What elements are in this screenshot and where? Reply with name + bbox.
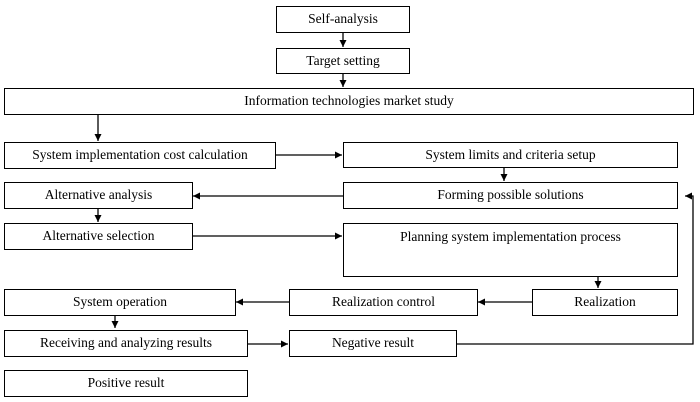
node-planning-process: Planning system implementation process (343, 223, 678, 277)
node-alternative-selection: Alternative selection (4, 223, 193, 250)
node-label: Positive result (87, 375, 165, 391)
node-forming-solutions: Forming possible solutions (343, 182, 678, 209)
edge-negative-result-to-forming-solutions (457, 192, 694, 345)
node-label: Information technologies market study (244, 93, 454, 109)
node-label: Alternative selection (42, 228, 155, 244)
node-realization-control: Realization control (289, 289, 478, 316)
node-label: Receiving and analyzing results (39, 335, 213, 351)
node-label: Self-analysis (308, 11, 378, 27)
node-label: Negative result (331, 335, 415, 351)
node-label: System operation (72, 294, 168, 310)
node-label: System implementation cost calculation (32, 147, 248, 163)
node-cost-calculation: System implementation cost calculation (4, 142, 276, 169)
node-self-analysis: Self-analysis (276, 6, 410, 33)
node-label: Realization control (331, 294, 436, 310)
node-receiving-results: Receiving and analyzing results (4, 330, 248, 357)
node-realization: Realization (532, 289, 678, 316)
node-system-operation: System operation (4, 289, 236, 316)
node-label: Target setting (306, 52, 380, 68)
node-negative-result: Negative result (289, 330, 457, 357)
node-alternative-analysis: Alternative analysis (4, 182, 193, 209)
node-market-study: Information technologies market study (4, 88, 694, 115)
node-label: Alternative analysis (44, 187, 153, 203)
node-label: System limits and criteria setup (425, 146, 596, 162)
node-label: Realization (574, 294, 636, 310)
node-limits-criteria: System limits and criteria setup (343, 142, 678, 168)
node-target-setting: Target setting (276, 48, 410, 74)
node-positive-result: Positive result (4, 370, 248, 397)
node-label: Forming possible solutions (437, 187, 584, 203)
node-label: Planning system implementation process (400, 229, 621, 244)
